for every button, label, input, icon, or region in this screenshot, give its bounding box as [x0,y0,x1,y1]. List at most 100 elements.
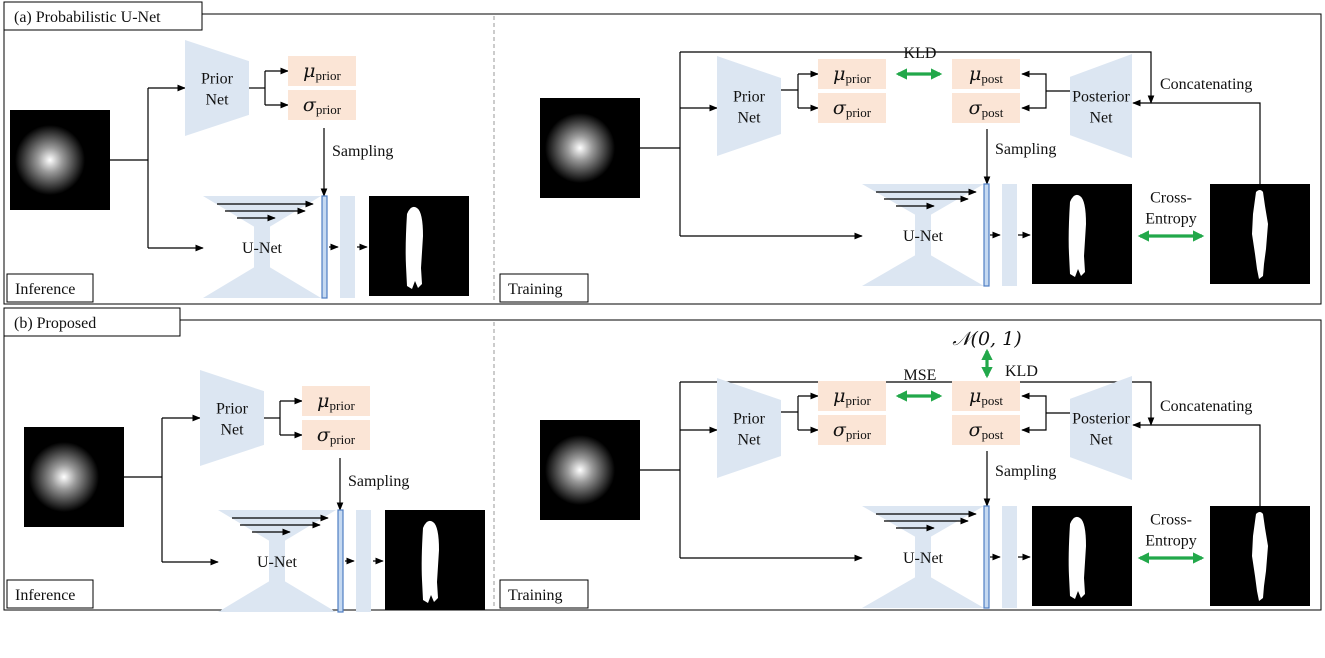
mu-prior-label: μprior [303,60,341,83]
panel-frame [3,319,1322,611]
normal-distribution-label: 𝒩(0, 1) [952,328,1021,350]
prior-net-label-line: Net [205,92,229,109]
unet: U-Net [218,510,336,612]
concatenating-label: Concatenating [1160,398,1252,415]
unet-label: U-Net [903,550,944,567]
panel-title-text: (a) Probabilistic U-Net [14,9,161,26]
mu-prior-box [288,56,356,86]
prior-net-label-line: Net [737,110,761,127]
connector-line [1021,70,1047,91]
mu-post-box [952,381,1020,411]
prior-net-shape [200,370,264,466]
input-image [24,427,124,527]
unet: U-Net [203,196,321,298]
output-layer [356,510,371,612]
unet: U-Net [862,184,984,286]
sampling-label: Sampling [348,473,409,490]
training-tag: Training [499,579,589,609]
sigma-prior-label: σprior [833,97,872,120]
prior-net-label-line: Net [220,422,244,439]
cross-entropy-label-line: Cross- [1150,190,1192,207]
prediction-mask [369,196,469,296]
mu-post-label: μpost [969,385,1003,408]
training-tag-text: Training [508,281,563,298]
latent-concat-bar [983,505,990,609]
sigma-prior-label: σprior [833,419,872,442]
connector-line [1021,392,1047,413]
prior-net-label-line: Prior [216,401,249,418]
panel-title-box [3,1,203,31]
mu-prior-box [818,59,886,89]
output-layer [1002,184,1017,286]
prediction-mask [385,510,485,610]
posterior-net-shape [1070,54,1132,158]
cross-entropy-label: Cross- Entropy [1145,190,1197,228]
sigma-prior: σprior [818,415,886,445]
connector-line [1132,421,1261,508]
input-image [540,420,640,520]
sigma-prior-label: σprior [317,424,356,447]
latent-concat-bar [321,195,328,299]
prior-net-label-line: Prior [201,71,234,88]
panel-title: (b) Proposed [3,307,181,337]
prior-net-label-line: Prior [733,411,766,428]
unet-label: U-Net [242,240,283,257]
sigma-prior-box [288,90,356,120]
sigma-post-label: σpost [969,97,1004,120]
sigma-post: σpost [952,93,1020,123]
compare-label: MSE [904,367,937,384]
cross-entropy-label-line: Entropy [1145,211,1197,228]
mu-post-label: μpost [969,63,1003,86]
unet-shape [203,196,321,298]
unet: U-Net [862,506,984,608]
posterior-net-label-line: Posterior [1072,411,1130,428]
mu-post: μpost [952,59,1020,89]
mu-prior: μprior [288,56,356,86]
inference-tag-box [6,579,94,609]
sampling-label: Sampling [995,141,1056,158]
ground-truth-mask [1210,184,1310,284]
connector-line [1021,91,1047,112]
unet-shape [862,184,984,286]
sigma-prior: σprior [302,420,370,450]
mu-prior: μprior [818,381,886,411]
connector-line [680,51,1155,104]
input-image [540,98,640,198]
prior-net-label-line: Prior [733,89,766,106]
mu-post-box [952,59,1020,89]
panel-a: (a) Probabilistic U-NetPriorNetμpriorσpr… [3,1,1322,305]
sigma-post: σpost [952,415,1020,445]
prediction-mask [1032,506,1132,606]
sigma-post-label: σpost [969,419,1004,442]
inference-tag-text: Inference [15,587,75,604]
unet-shape [862,506,984,608]
prior-net-shape [717,56,781,156]
prior-net-label-line: Net [737,432,761,449]
connector-line [1021,413,1047,434]
sigma-prior-box [818,415,886,445]
inference-tag: Inference [6,273,94,303]
inference-tag: Inference [6,579,94,609]
cross-entropy-label: Cross-Entropy [1145,512,1197,550]
unet-label: U-Net [903,228,944,245]
prior-net-shape [717,378,781,478]
mu-prior: μprior [302,386,370,416]
mu-prior-label: μprior [317,390,355,413]
training-tag-box [499,273,589,303]
cross-entropy-label-line: Entropy [1145,533,1197,550]
prior-net-shape [185,40,249,136]
sigma-prior: σprior [288,90,356,120]
mu-prior-label: μprior [833,385,871,408]
training-tag: Training [499,273,589,303]
panel-title: (a) Probabilistic U-Net [3,1,203,31]
sampling-label: Sampling [332,143,393,160]
mu-prior-box [818,381,886,411]
unet-label: U-Net [257,554,298,571]
